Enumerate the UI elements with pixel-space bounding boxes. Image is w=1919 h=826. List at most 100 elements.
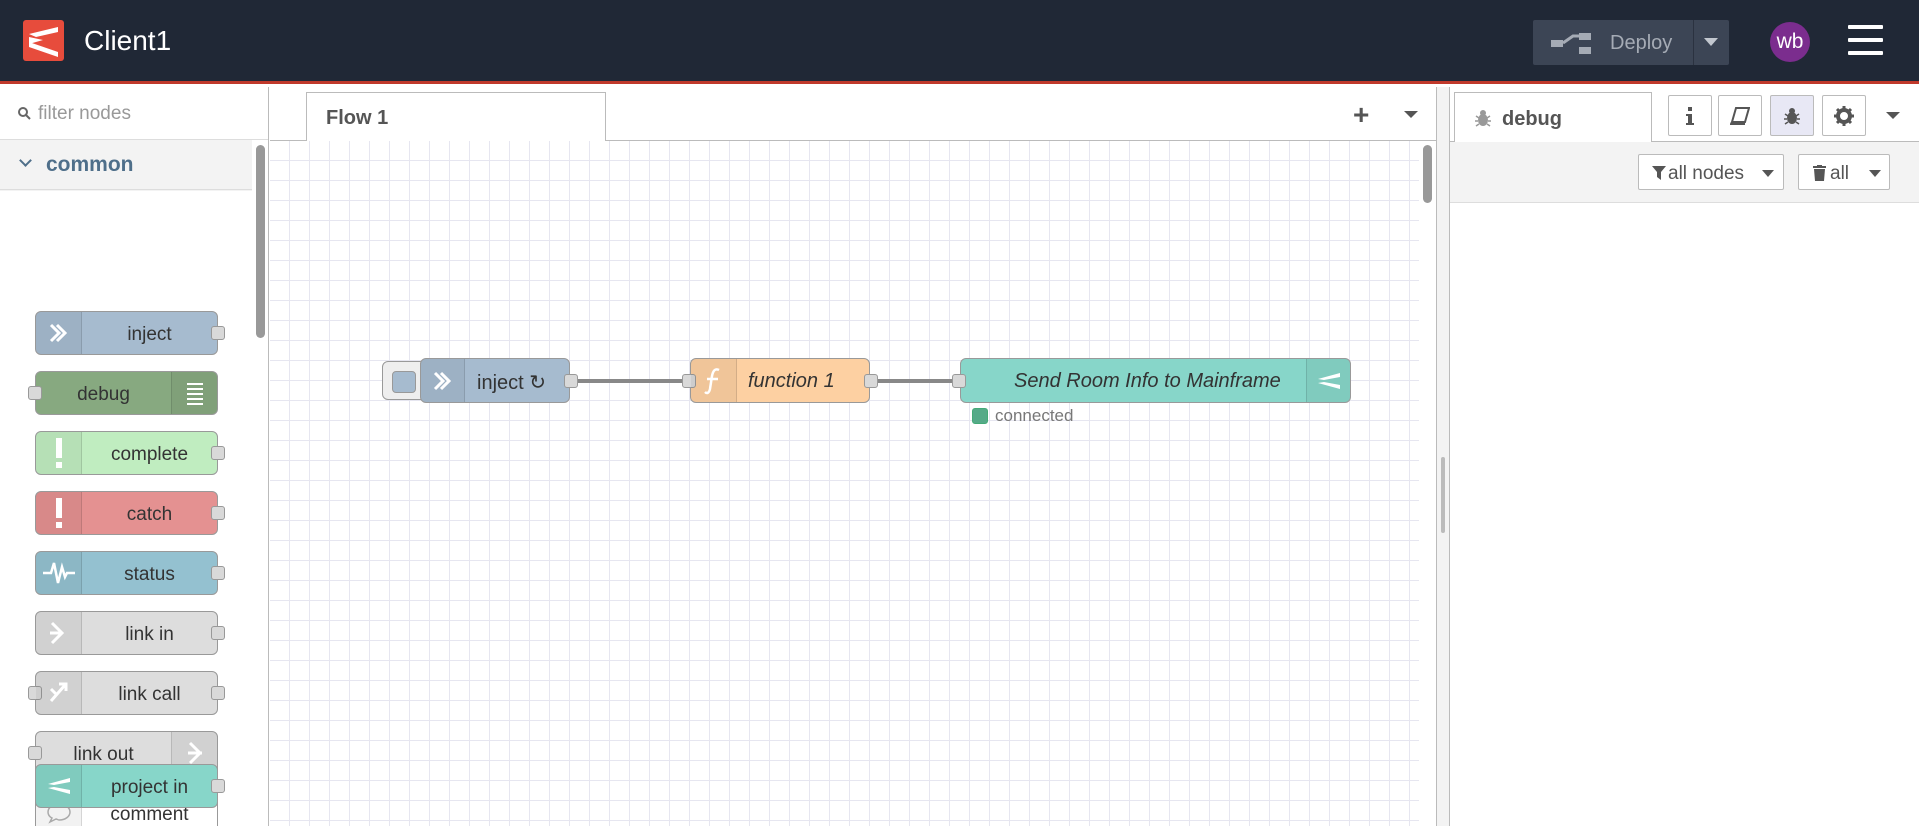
palette-node-project-in[interactable]: project in <box>35 764 225 808</box>
palette-node-label: link call <box>118 684 181 705</box>
palette-node-label: comment <box>110 804 189 825</box>
tab-debug[interactable]: debug <box>1454 92 1652 143</box>
gear-icon <box>1834 105 1854 126</box>
chevron-down-icon <box>19 154 32 167</box>
link-in-icon <box>36 612 82 654</box>
header: Client1 Deploy wb <box>0 0 1919 84</box>
input-port <box>28 386 42 400</box>
output-port <box>211 779 225 793</box>
input-port <box>28 686 42 700</box>
clear-debug-button[interactable]: all <box>1798 154 1890 190</box>
tab-label: debug <box>1502 108 1562 130</box>
deploy-button[interactable]: Deploy <box>1533 20 1729 65</box>
output-port[interactable] <box>564 374 578 388</box>
debug-filter-select[interactable]: all nodes <box>1638 154 1784 190</box>
palette-node-label: project in <box>110 777 189 798</box>
palette-node-label: link out <box>73 744 134 765</box>
flow-node-inject[interactable]: inject ↻ <box>420 358 578 403</box>
flow-node-send-room-info[interactable]: Send Room Info to Mainframe <box>952 358 1351 403</box>
exclamation-icon <box>36 432 82 474</box>
palette-node-debug[interactable]: debug <box>28 371 218 415</box>
output-port <box>211 566 225 580</box>
sidebar-menu-caret-icon[interactable] <box>1886 112 1900 119</box>
palette-node-link-call[interactable]: link call <box>28 671 225 715</box>
app-title: Client1 <box>84 25 172 56</box>
flow-list-caret-icon[interactable] <box>1404 111 1418 118</box>
inject-trigger-button[interactable] <box>382 361 422 400</box>
palette-node-label: complete <box>110 444 189 465</box>
settings-tab-button[interactable] <box>1822 95 1866 136</box>
palette-filter <box>0 87 268 140</box>
deploy-icon <box>1551 33 1591 54</box>
flow-canvas[interactable] <box>270 141 1419 826</box>
canvas-scrollbar[interactable] <box>1419 141 1436 826</box>
flow-node-label: function 1 <box>748 370 835 392</box>
palette-node-label: catch <box>126 504 173 525</box>
flow-node-function[interactable]: function 1 <box>682 358 878 403</box>
palette-category-common[interactable]: common <box>0 140 252 190</box>
palette-node-link-in[interactable]: link in <box>35 611 225 655</box>
output-port <box>211 446 225 460</box>
status-text: connected <box>995 406 1074 425</box>
node-palette: common inject debug complete <box>0 87 269 826</box>
wire[interactable] <box>877 379 961 383</box>
status-dot-icon <box>972 408 988 424</box>
workspace-tabs: Flow 1 + <box>270 87 1436 142</box>
output-port <box>211 626 225 640</box>
book-icon <box>1730 106 1750 125</box>
output-port <box>211 326 225 340</box>
category-title: common <box>46 153 134 176</box>
wire[interactable] <box>577 379 691 383</box>
filter-nodes-input[interactable] <box>38 99 258 129</box>
palette-node-complete[interactable]: complete <box>35 431 225 475</box>
palette-scrollbar-thumb[interactable] <box>256 145 265 338</box>
output-port <box>211 506 225 520</box>
debug-tab-button[interactable] <box>1770 95 1814 136</box>
palette-node-status[interactable]: status <box>35 551 225 595</box>
deploy-separator <box>1693 20 1694 65</box>
input-port[interactable] <box>952 374 966 388</box>
input-port[interactable] <box>682 374 696 388</box>
deploy-label: Deploy <box>1610 32 1673 54</box>
arrow-right-icon <box>36 312 82 354</box>
user-avatar[interactable]: wb <box>1770 22 1810 62</box>
palette-node-inject[interactable]: inject <box>35 311 225 355</box>
project-icon <box>1306 359 1350 402</box>
add-flow-icon[interactable]: + <box>1353 99 1370 130</box>
project-icon <box>36 765 82 807</box>
palette-node-label: status <box>124 564 175 585</box>
palette-node-list: inject debug complete catch <box>0 191 252 826</box>
flow-node-label: inject ↻ <box>477 372 547 394</box>
palette-node-catch[interactable]: catch <box>35 491 225 535</box>
search-icon <box>18 107 31 120</box>
filter-icon <box>1652 166 1666 180</box>
debug-filter-label: all nodes <box>1668 163 1745 184</box>
debug-toolbar: all nodes all <box>1450 142 1919 203</box>
tab-label: Flow 1 <box>326 107 389 129</box>
chevron-down-icon <box>1762 170 1774 177</box>
canvas-scrollbar-thumb[interactable] <box>1423 145 1432 203</box>
help-tab-button[interactable] <box>1718 95 1762 136</box>
trash-icon <box>1813 165 1826 181</box>
tab-flow-1[interactable]: Flow 1 <box>306 92 606 142</box>
link-call-icon <box>36 672 82 714</box>
function-icon <box>691 359 737 402</box>
sidebar-resize-handle[interactable] <box>1436 87 1450 826</box>
info-icon <box>1686 106 1694 125</box>
chevron-down-icon <box>1869 170 1881 177</box>
sidebar-tabs: debug <box>1450 87 1919 143</box>
info-tab-button[interactable] <box>1668 95 1712 136</box>
output-port[interactable] <box>864 374 878 388</box>
palette-node-label: debug <box>77 384 130 405</box>
palette-node-label: link in <box>125 624 174 645</box>
arrow-right-icon <box>421 359 465 402</box>
deploy-menu-caret-icon[interactable] <box>1704 38 1718 46</box>
bug-icon <box>1475 110 1491 127</box>
palette-node-label: inject <box>127 324 172 345</box>
list-icon <box>171 372 217 414</box>
node-red-logo <box>23 20 64 61</box>
pulse-icon <box>36 552 82 594</box>
main-menu-icon[interactable] <box>1848 25 1883 55</box>
sidebar: debug all nodes a <box>1450 87 1919 826</box>
output-port <box>211 686 225 700</box>
